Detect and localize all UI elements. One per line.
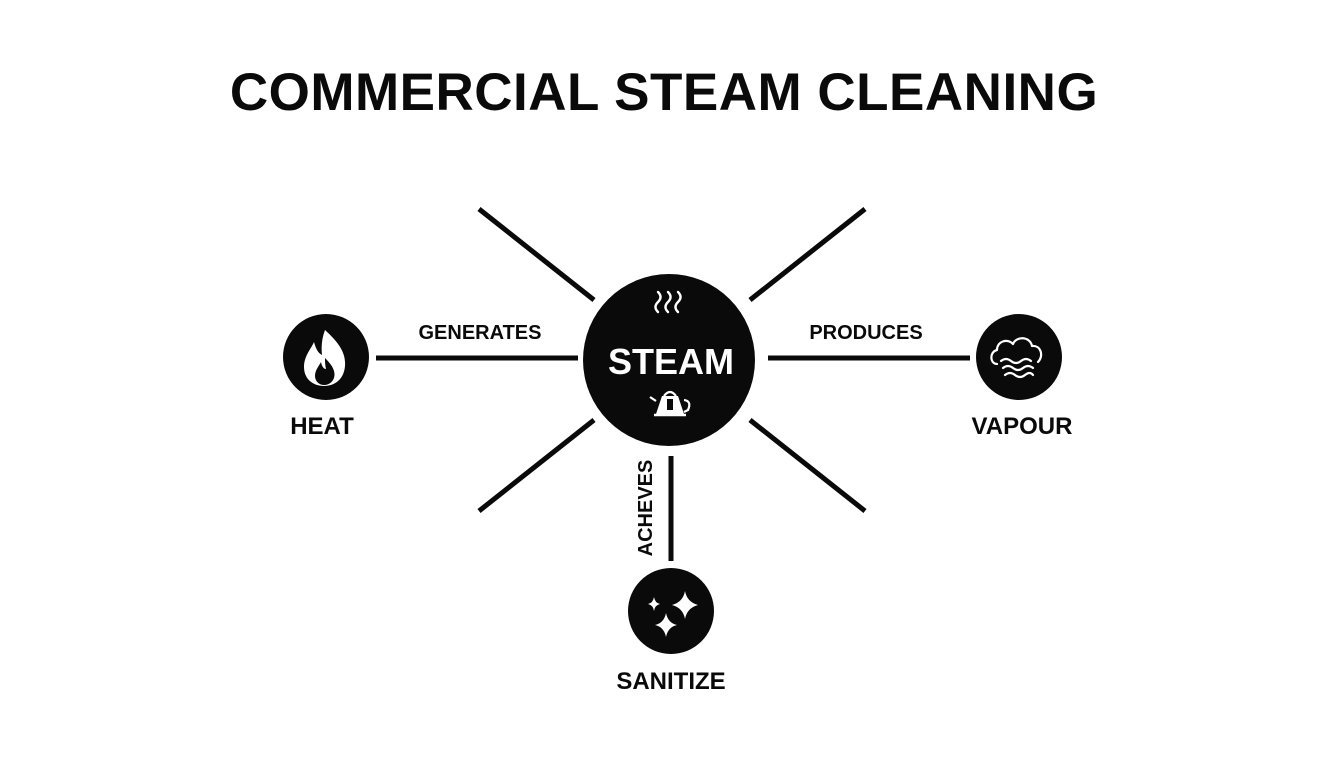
edge-label-produces: PRODUCES [809,322,922,344]
spoke-top-right [748,207,867,302]
sparkles-icon [648,591,698,637]
spoke-bottom-right [748,418,867,513]
node-label-heat: HEAT [290,413,354,440]
node-heat: HEAT [283,314,369,440]
steam-waves-icon [654,290,682,314]
node-vapour: VAPOUR [972,314,1073,440]
radial-spokes [477,207,867,513]
kettle-icon [649,390,691,417]
node-sanitize: SANITIZE [616,568,726,695]
vapour-node-circle [976,314,1062,400]
page-title: COMMERCIAL STEAM CLEANING [229,63,1099,122]
spoke-bottom-left [477,418,596,513]
node-label-vapour: VAPOUR [972,413,1073,440]
center-label: STEAM [608,341,734,382]
edge-label-generates: GENERATES [419,322,542,344]
edge-label-acheves: ACHEVES [635,460,657,557]
spoke-top-left [477,207,596,302]
flame-icon [304,330,346,386]
node-label-sanitize: SANITIZE [616,668,725,695]
sanitize-node-circle [628,568,714,654]
center-node-steam: STEAM [583,274,755,446]
connectors [376,355,970,561]
cloud-vapour-icon [990,337,1043,379]
